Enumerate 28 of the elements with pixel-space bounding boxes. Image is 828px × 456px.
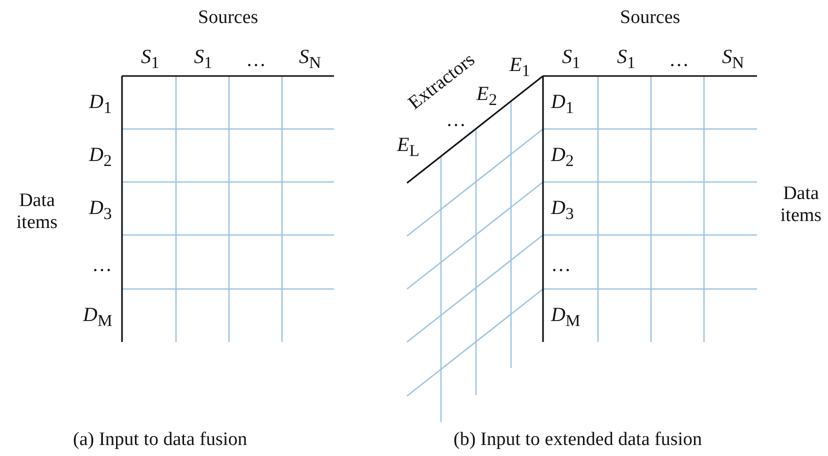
ellipsis-label: … — [92, 254, 112, 276]
row-label: D$_{3}$ — [89, 197, 112, 225]
row-label: D$_{M}$ — [551, 304, 580, 332]
axis-title: Sources — [198, 7, 258, 29]
ellipsis-label: … — [446, 109, 466, 131]
column-label: S$_{N}$ — [299, 46, 322, 74]
ellipsis-label: … — [551, 254, 571, 276]
axis-title: Sources — [620, 7, 680, 29]
ellipsis-label: … — [669, 49, 689, 71]
column-label: S$_{1}$ — [617, 46, 636, 74]
extractor-label: E$_{L}$ — [397, 134, 420, 162]
column-label: S$_{1}$ — [194, 46, 212, 74]
row-label: D$_{2}$ — [89, 144, 112, 172]
row-label: D$_{M}$ — [83, 304, 112, 332]
column-label: S$_{N}$ — [722, 46, 744, 74]
column-label: S$_{1}$ — [141, 46, 160, 74]
row-label: D$_{2}$ — [551, 144, 574, 172]
figure-caption: (b) Input to extended data fusion — [454, 429, 702, 451]
row-label: D$_{1}$ — [89, 91, 112, 119]
extractor-label: E$_{2}$ — [476, 83, 498, 111]
ellipsis-label: … — [246, 49, 266, 71]
figure-caption: (a) Input to data fusion — [73, 429, 248, 451]
column-label: S$_{1}$ — [562, 46, 580, 74]
row-label: D$_{1}$ — [551, 91, 574, 119]
row-label: D$_{3}$ — [551, 197, 574, 225]
axis-title: Data items — [779, 183, 823, 227]
extractor-label: E$_{1}$ — [510, 54, 530, 82]
axis-title: Data items — [15, 190, 59, 234]
